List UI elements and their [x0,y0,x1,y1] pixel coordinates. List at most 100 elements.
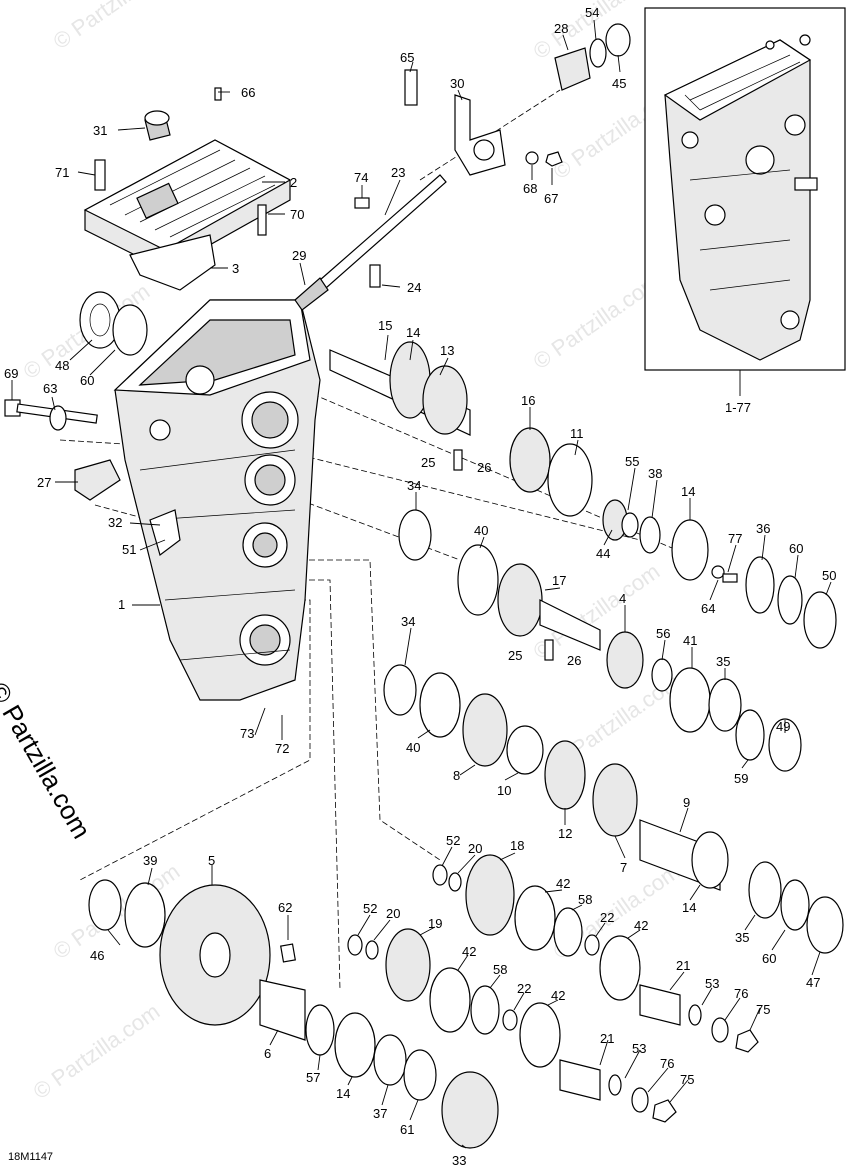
callout-60: 60 [80,373,94,388]
callout-53: 53 [632,1041,646,1056]
callout-1: 1 [118,597,125,612]
callout-56: 56 [656,626,670,641]
middle-shaft-row [398,449,802,772]
callout-44: 44 [596,546,610,561]
callout-33: 33 [452,1153,466,1168]
callout-42: 42 [462,944,476,959]
callout-58: 58 [493,962,507,977]
callout-21: 21 [600,1031,614,1046]
callout-40: 40 [406,740,420,755]
callout-64: 64 [701,601,715,616]
callout-60: 60 [762,951,776,966]
callout-71: 71 [55,165,69,180]
callout-26: 26 [477,460,491,475]
callout-25: 25 [508,648,522,663]
callout-76: 76 [734,986,748,1001]
callout-22: 22 [600,910,614,925]
callout-16: 16 [521,393,535,408]
callout-35: 35 [716,654,730,669]
left-side-parts [4,291,181,557]
callout-14: 14 [406,325,420,340]
callout-51: 51 [122,542,136,557]
callout-52: 52 [446,833,460,848]
callout-69: 69 [4,366,18,381]
callout-21: 21 [676,958,690,973]
callout-36: 36 [756,521,770,536]
callout-4: 4 [619,591,626,606]
top-cover [83,87,370,291]
callout-31: 31 [93,123,107,138]
callout-41: 41 [683,633,697,648]
callout-54: 54 [585,5,599,20]
callout-10: 10 [497,783,511,798]
callout-67: 67 [544,191,558,206]
watermark: © Partzilla.com [49,0,185,54]
callout-46: 46 [90,948,104,963]
callout-27: 27 [37,475,51,490]
callout-8: 8 [453,768,460,783]
callout-22: 22 [517,981,531,996]
callout-19: 19 [428,916,442,931]
callout-17: 17 [552,573,566,588]
callout-20: 20 [386,906,400,921]
callout-23: 23 [391,165,405,180]
callout-73: 73 [240,726,254,741]
gearbox-housing [113,299,321,701]
callout-29: 29 [292,248,306,263]
callout-59: 59 [734,771,748,786]
callout-12: 12 [558,826,572,841]
callout-7: 7 [620,860,627,875]
callout-11: 11 [570,426,584,441]
callout-18: 18 [510,838,524,853]
callout-57: 57 [306,1070,320,1085]
callout-47: 47 [806,975,820,990]
callout-2: 2 [290,175,297,190]
watermark: © Partzilla.com [29,999,165,1105]
callout-28: 28 [554,21,568,36]
callout-14: 14 [681,484,695,499]
callout-63: 63 [43,381,57,396]
callout-37: 37 [373,1106,387,1121]
callout-75: 75 [756,1002,770,1017]
callout-32: 32 [108,515,122,530]
watermark: © Partzilla.com [529,269,665,375]
callout-42: 42 [634,918,648,933]
callout-53: 53 [705,976,719,991]
callout-14: 14 [682,900,696,915]
callout-35: 35 [735,930,749,945]
callout-66: 66 [241,85,255,100]
callout-70: 70 [290,207,304,222]
callout-49: 49 [776,719,790,734]
callout-38: 38 [648,466,662,481]
lower-row [383,664,844,954]
callout-75: 75 [680,1072,694,1087]
callout-34: 34 [407,478,421,493]
callout-65: 65 [400,50,414,65]
callout-20: 20 [468,841,482,856]
callout-14: 14 [336,1086,350,1101]
callout-55: 55 [625,454,639,469]
callout-45: 45 [612,76,626,91]
bottom-assembly [88,854,759,1149]
callout-9: 9 [683,795,690,810]
callout-1-77: 1-77 [725,400,751,415]
callout-26: 26 [567,653,581,668]
callout-13: 13 [440,343,454,358]
callout-74: 74 [354,170,368,185]
figure-id: 18M1147 [8,1151,54,1163]
callout-3: 3 [232,261,239,276]
inset-assembly: 1-77 [644,7,846,415]
callout-76: 76 [660,1056,674,1071]
callout-72: 72 [275,741,289,756]
input-shaft-row [329,341,837,649]
callout-52: 52 [363,901,377,916]
callout-24: 24 [407,280,421,295]
callout-58: 58 [578,892,592,907]
callout-42: 42 [556,876,570,891]
callout-34: 34 [401,614,415,629]
callout-61: 61 [400,1122,414,1137]
callout-50: 50 [822,568,836,583]
callout-68: 68 [523,181,537,196]
callout-15: 15 [378,318,392,333]
